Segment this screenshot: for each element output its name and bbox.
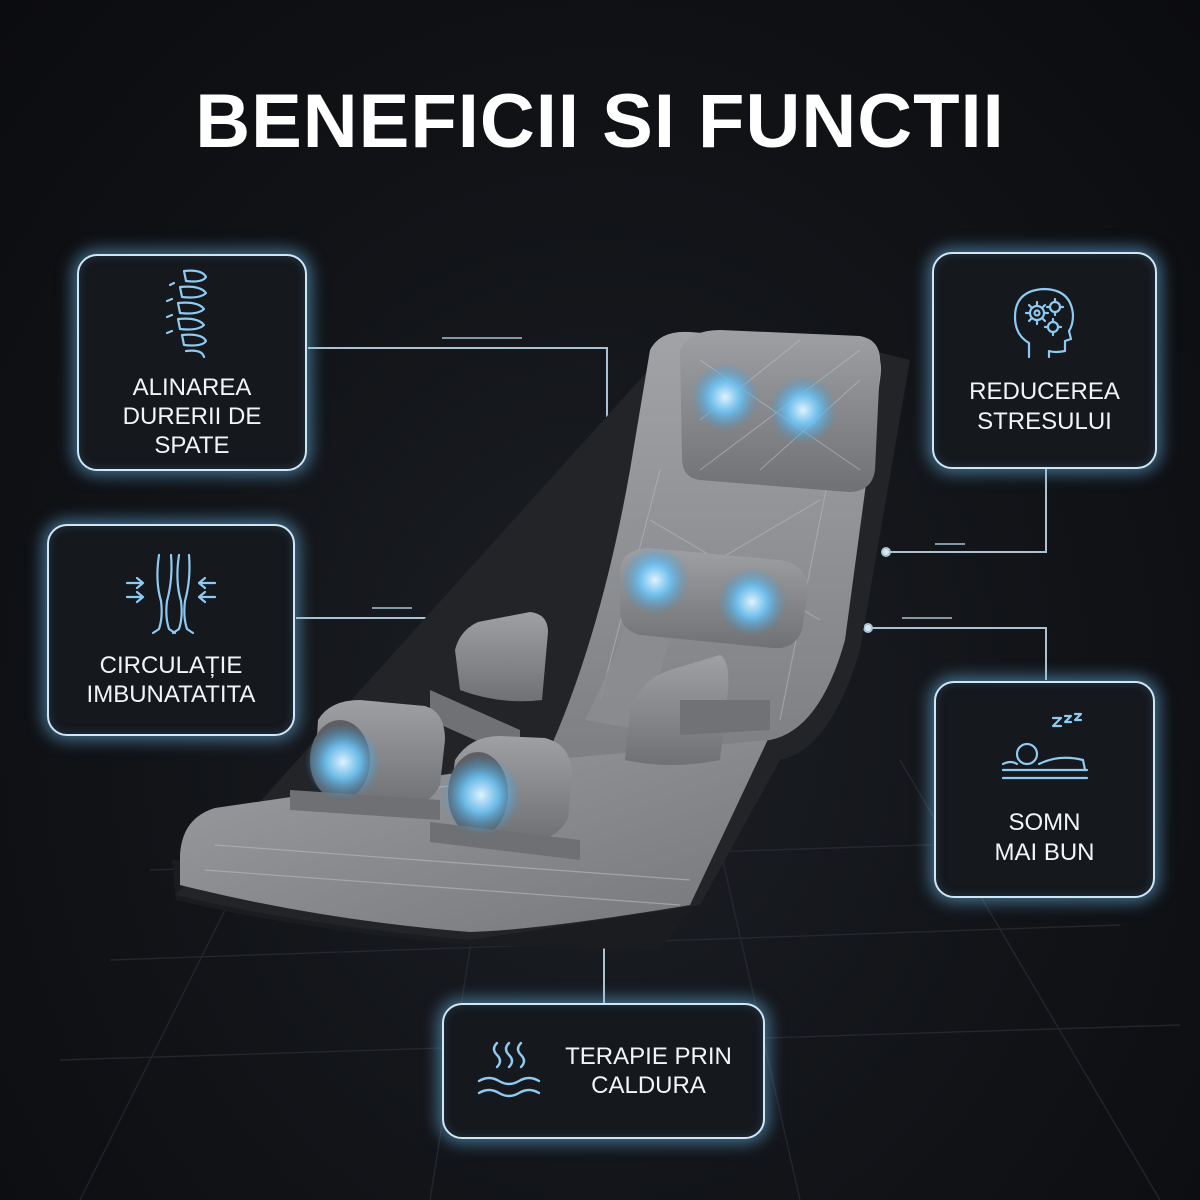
benefit-card-heat: TERAPIE PRIN CALDURA [442, 1003, 765, 1139]
benefit-card-stress: REDUCEREA STRESULUI [932, 252, 1157, 469]
benefit-card-back-pain: ALINAREA DURERII DE SPATE [77, 254, 307, 471]
benefit-card-sleep: SOMN MAI BUN [934, 681, 1155, 898]
legs-circulation-icon [123, 551, 219, 637]
massage-glow-nodes [305, 363, 837, 835]
spine-icon [162, 265, 222, 361]
sleeping-person-icon [999, 712, 1091, 792]
benefit-label: CIRCULAȚIE IMBUNATATITA [86, 651, 256, 708]
benefit-label: SOMN MAI BUN [994, 809, 1095, 866]
benefit-card-circulation: CIRCULAȚIE IMBUNATATITA [47, 524, 295, 736]
heat-waves-icon [475, 1039, 543, 1103]
benefit-label: TERAPIE PRIN CALDURA [565, 1042, 732, 1099]
head-gears-icon [1009, 285, 1081, 361]
benefit-label: ALINAREA DURERII DE SPATE [122, 373, 262, 460]
page-title: BENEFICII SI FUNCTII [195, 79, 1005, 164]
benefit-label: REDUCEREA STRESULUI [969, 378, 1120, 435]
